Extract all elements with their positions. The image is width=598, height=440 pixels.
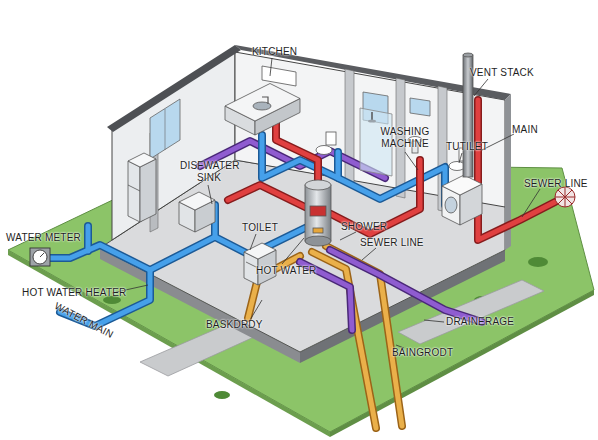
part-label: WATER METER xyxy=(6,232,81,244)
water-heater xyxy=(310,206,326,216)
house-walls xyxy=(107,45,511,250)
part-label: HOT WATER HEATER xyxy=(22,287,127,299)
leader-lines xyxy=(340,232,356,240)
yellow-drain-pipes xyxy=(312,252,376,428)
water-meter xyxy=(40,253,44,257)
water-meter xyxy=(30,248,50,266)
vent-stack xyxy=(463,53,473,57)
refrigerator xyxy=(128,185,140,191)
leader-lines xyxy=(459,153,462,163)
refrigerator xyxy=(140,159,156,222)
cold-water-pipes xyxy=(86,226,91,251)
water-meter xyxy=(30,248,50,266)
hot-water-pipes xyxy=(478,100,555,240)
hot-water-pipes xyxy=(478,100,555,240)
leader-lines xyxy=(250,300,262,320)
leader-lines xyxy=(250,234,256,250)
dishwasher xyxy=(179,192,215,210)
water-heater xyxy=(305,180,331,190)
part-label: SHOWER xyxy=(341,221,387,233)
hot-water-pipes xyxy=(276,122,318,182)
sewer-connection xyxy=(558,190,572,204)
stove xyxy=(244,243,276,285)
part-label: VENT STACK xyxy=(470,67,534,79)
part-label: DRAINERAGE xyxy=(446,316,514,328)
shower xyxy=(368,119,376,122)
part-label: BASKDRDY xyxy=(206,319,263,331)
stove xyxy=(244,243,276,259)
refrigerator xyxy=(128,153,156,167)
house-walls xyxy=(235,52,505,207)
leader-lines xyxy=(270,58,272,76)
house-walls xyxy=(165,109,166,150)
refrigerator xyxy=(128,153,156,222)
leader-lines xyxy=(112,58,540,348)
leader-lines xyxy=(424,320,444,322)
sewer-connection xyxy=(555,187,575,207)
kitchen-counter xyxy=(225,84,300,122)
refrigerator xyxy=(128,161,140,222)
kitchen-counter xyxy=(262,97,268,104)
part-label: BAINGRODT xyxy=(392,347,453,359)
part-label: HOT WATER xyxy=(256,265,317,277)
shower xyxy=(371,112,373,120)
leader-lines xyxy=(362,248,376,260)
yellow-drain-pipes xyxy=(326,246,402,426)
water-heater xyxy=(305,236,331,246)
part-label: KITCHEN xyxy=(252,46,297,58)
kitchen-counter xyxy=(225,84,300,136)
water-heater xyxy=(305,185,331,241)
washing-machine xyxy=(442,175,482,225)
hot-water-pipes xyxy=(228,185,305,207)
washing-machine xyxy=(442,175,482,195)
leader-lines xyxy=(522,189,540,217)
toilets xyxy=(326,132,336,145)
water-meter xyxy=(33,250,47,264)
water-heater xyxy=(313,228,323,233)
part-label: TOILET xyxy=(242,222,278,234)
lawn xyxy=(214,391,230,399)
hot-water-pipes xyxy=(228,185,305,207)
part-label: DISFWATER SINK xyxy=(180,160,238,184)
sewer-connection xyxy=(558,190,572,204)
part-label: WASHING MACHINE xyxy=(374,126,436,150)
house-walls xyxy=(150,99,180,159)
part-label: MAIN xyxy=(512,124,538,136)
part-label: TUTILET xyxy=(446,141,488,153)
lawn xyxy=(528,257,548,267)
water-heater xyxy=(305,180,331,246)
washing-machine xyxy=(445,197,457,213)
toilets xyxy=(316,146,332,155)
part-label: SEWER LINE xyxy=(524,178,588,190)
leader-lines xyxy=(405,152,418,170)
sewer-connection xyxy=(555,187,575,207)
leader-lines xyxy=(208,185,212,204)
house-walls xyxy=(262,66,296,86)
part-label: SEWER LINE xyxy=(360,237,424,249)
hot-water-pipes xyxy=(276,122,318,182)
yellow-drain-pipes xyxy=(326,246,402,426)
dishwasher xyxy=(179,192,215,232)
leader-lines xyxy=(282,238,304,264)
yellow-drain-pipes xyxy=(312,252,376,428)
house-walls xyxy=(112,52,235,240)
leader-lines xyxy=(474,79,488,96)
stove xyxy=(246,262,256,267)
house-walls xyxy=(410,98,430,116)
